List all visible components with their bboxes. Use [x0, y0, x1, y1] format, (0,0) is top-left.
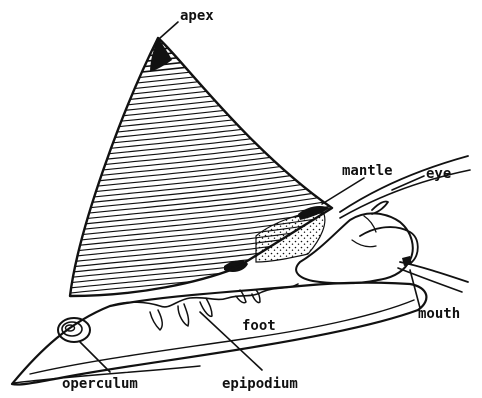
label-mantle: mantle	[342, 163, 393, 179]
shell-growth-line	[40, 258, 360, 296]
shell-growth-line	[40, 40, 360, 78]
label-operculum: operculum	[62, 376, 138, 392]
shell-growth-line	[40, 76, 360, 114]
operculum-leader	[80, 342, 110, 372]
shell-growth-line	[40, 45, 360, 83]
shell-growth-line	[40, 56, 360, 94]
shell-growth-line	[40, 24, 360, 62]
operculum-disc	[58, 318, 90, 342]
shell-growth-line	[40, 30, 360, 68]
shell-growth-line	[40, 269, 360, 307]
shell-growth-line	[40, 71, 360, 109]
shell	[40, 14, 360, 307]
label-apex: apex	[180, 8, 214, 24]
foot-body	[12, 283, 426, 385]
label-epipodium: epipodium	[222, 376, 298, 392]
label-foot: foot	[242, 318, 276, 334]
label-mouth: mouth	[418, 306, 460, 322]
shell-growth-line	[40, 35, 360, 73]
shell-growth-line	[40, 19, 360, 57]
shell-growth-lines	[40, 14, 360, 307]
shell-growth-line	[40, 61, 360, 99]
apex-leader	[160, 22, 178, 38]
label-eye: eye	[426, 166, 451, 182]
